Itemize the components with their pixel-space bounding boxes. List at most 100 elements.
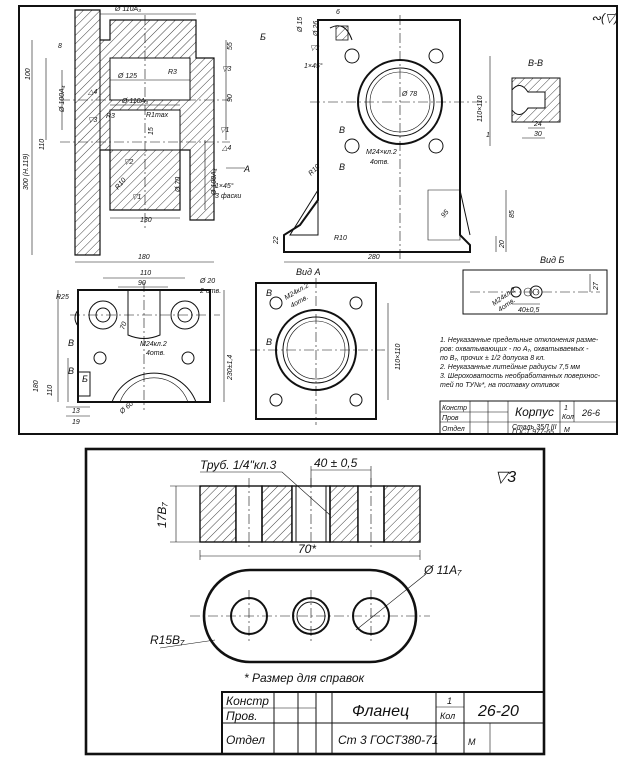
dim-280: 280 [367, 254, 380, 261]
technical-notes: 1. Неуказанные предельные отклонения раз… [439, 336, 601, 389]
fl-tb-prov: Пров. [226, 709, 258, 723]
dim-d15: Ø 15 [297, 17, 304, 33]
section-bb [511, 77, 561, 139]
section-mark-v-bottom: В [339, 162, 345, 172]
dim-d26: Ø 26 [313, 21, 320, 37]
dim-30: 30 [534, 131, 542, 138]
view-label-b: Вид Б [540, 255, 564, 265]
thread-m24-top: M24кл.2 [140, 341, 167, 348]
dim-110-bottom: 110 [140, 270, 151, 277]
roughness-4-right: △4 [221, 145, 231, 152]
dim-90-bottom: 90 [138, 280, 146, 287]
note-line: 1. Неуказанные предельные отклонения раз… [440, 336, 599, 344]
dim-230: 230±1,4 [227, 355, 234, 381]
flange-dim-r15: R15В₇ [150, 633, 185, 647]
section-view [31, 9, 245, 263]
flange-section [170, 466, 421, 560]
dim-110-side: 110 [47, 385, 54, 396]
dim-d100a4-left: Ø 100A₄ [59, 85, 66, 113]
dim-8: 8 [58, 43, 62, 50]
tb-qty: 1 [564, 405, 568, 412]
note-line: по В₇, прочих ± 1/2 допуска 8 кл. [440, 354, 545, 362]
dim-110x110-front: 110×110 [477, 95, 484, 122]
dim-6: 6 [336, 9, 340, 16]
roughness-3-right: ▽3 [222, 66, 231, 73]
dim-90: 90 [227, 94, 234, 102]
holes-4-front: 4отв. [370, 159, 389, 166]
tb-m: М [564, 427, 570, 434]
chamfer-front: 1×45° [304, 62, 323, 70]
section-mark-a: А [243, 164, 250, 174]
note-line: 2. Неуказанные литейные радиусы 7,5 мм [439, 363, 580, 371]
dim-100: 100 [25, 68, 32, 80]
holes-4-top: 4отв. [146, 350, 165, 357]
fl-tb-name: Фланец [352, 703, 409, 720]
tb-code: 26-6 [581, 408, 600, 418]
dim-110: 110 [39, 139, 46, 150]
note-line: 3. Шероховатость необработанных поверхно… [440, 372, 601, 380]
dim-40-b: 40±0,5 [518, 307, 539, 314]
dim-d78: Ø 78 [401, 91, 417, 98]
dim-r10-foot: R10 [334, 235, 347, 242]
chamfer-note: 3 фаски [215, 193, 241, 200]
dim-22: 22 [273, 236, 280, 245]
dim-130: 130 [140, 217, 152, 224]
dim-r3-a: R3 [168, 69, 177, 76]
dim-d125: Ø 125 [117, 73, 137, 80]
dim-r3-b: R3 [106, 113, 115, 120]
tb-konstr: Констр [442, 405, 467, 412]
mark-v-a-1: В [266, 288, 272, 298]
corner-roughness-mark: ∾(▽) [591, 11, 618, 25]
dim-95: 95 [440, 209, 450, 220]
note-line: ров: охватывающих - по А₇, охватываемых … [439, 346, 589, 353]
chamfer-right: 1×45° [215, 182, 234, 190]
dim-d70: Ø 70 [175, 177, 182, 193]
roughness-4-left: △4 [87, 89, 97, 96]
dim-19: 19 [72, 419, 80, 426]
view-a [250, 278, 389, 425]
title-block-flange [221, 691, 545, 755]
dim-55: 55 [227, 42, 234, 50]
dim-13: 13 [72, 408, 80, 415]
mark-v-a-2: В [266, 337, 272, 347]
fl-tb-m: М [468, 737, 476, 747]
tb-prov: Пров [442, 415, 459, 422]
flange-footnote: * Размер для справок [244, 671, 366, 685]
flange-dim-70: 70* [298, 542, 316, 556]
flange-sheet: ▽3 [84, 447, 546, 756]
tb-qty-label: Кол [562, 414, 574, 421]
fl-tb-material: Ст 3 ГОСТ380-71 [338, 733, 438, 747]
view-label-a: Вид А [296, 267, 321, 277]
section-mark-b: Б [260, 32, 266, 42]
top-sheet-frame [18, 5, 618, 435]
view-b [462, 269, 608, 315]
dim-d110a3-top: Ø 110A₃ [114, 6, 141, 13]
dim-110x110-a: 110×110 [395, 343, 402, 370]
dim-d110a3-mid: Ø 110A₃ [121, 98, 148, 105]
dim-20: 20 [499, 240, 506, 249]
mark-1: 1 [486, 132, 490, 139]
roughness-3-front: ▽3 [310, 45, 319, 52]
holes-2: 2 отв. [199, 288, 221, 295]
mark-v-bl-1: В [68, 338, 74, 348]
roughness-1-right: ▽1 [220, 127, 229, 134]
tb-material: Сталь 35Л III [512, 424, 557, 431]
top-sheet: ∾(▽) Ø 110A₃ Ø 125 Ø 110A₃ Ø [18, 5, 618, 436]
top-view [57, 277, 225, 417]
roughness-1-bottom: ▽1 [132, 194, 141, 201]
dim-70-slot: 70 [119, 321, 128, 331]
dim-300: 300 (H.119) [23, 154, 30, 190]
mark-b-bl: Б [82, 374, 88, 384]
tb-otdel: Отдел [442, 425, 465, 433]
dim-d20: Ø 20 [199, 278, 215, 285]
view-label-bb: В-В [528, 58, 543, 68]
thread-m24-front: M24×кл.2 [366, 149, 397, 156]
fl-tb-code: 26-20 [477, 703, 519, 720]
fl-tb-qty: 1 [447, 696, 452, 706]
flange-dim-17: 17В₇ [155, 502, 169, 528]
tb-name-korpus: Корпус [515, 405, 554, 419]
dim-85: 85 [509, 210, 516, 218]
flange-dim-40: 40 ± 0,5 [314, 456, 358, 470]
front-view [283, 15, 507, 263]
